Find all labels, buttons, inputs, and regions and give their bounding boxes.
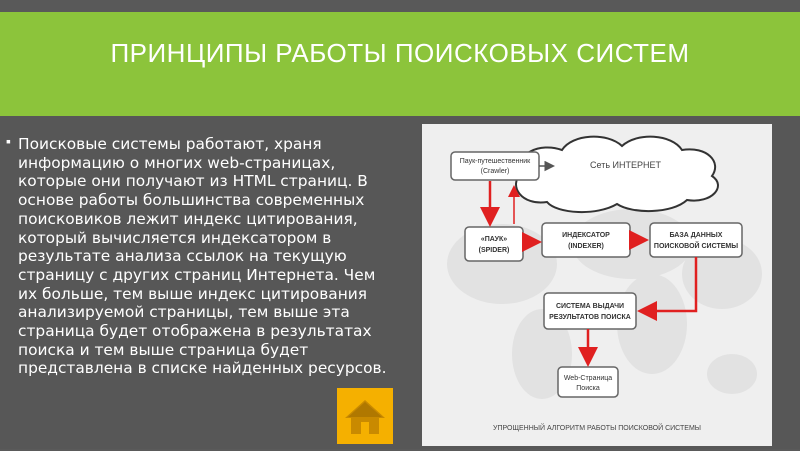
indexer-label-2: (INDEXER)	[568, 243, 604, 250]
crawler-label-1: Паук-путешественник	[460, 158, 531, 165]
spider-node: «ПАУК» (SPIDER)	[464, 226, 524, 262]
spider-label-1: «ПАУК»	[481, 236, 507, 243]
internet-cloud: Сеть ИНТЕРНЕТ	[515, 135, 719, 214]
bullet-text: Поисковые системы работают, храня информ…	[18, 135, 387, 378]
crawler-node: Паук-путешественник (Crawler)	[450, 151, 540, 181]
arrow-database-results	[637, 257, 698, 321]
slide-header	[0, 12, 800, 116]
diagram-svg: Сеть ИНТЕРНЕТ Паук-путешественник (Crawl…	[447, 135, 762, 432]
database-label-1: БАЗА ДАННЫХ	[670, 232, 723, 239]
top-bar	[0, 0, 800, 12]
database-node: БАЗА ДАННЫХ ПОИСКОВОЙ СИСТЕМЫ	[649, 222, 743, 258]
slide-title: ПРИНЦИПЫ РАБОТЫ ПОИСКОВЫХ СИСТЕМ	[110, 38, 690, 68]
home-button[interactable]	[337, 388, 393, 444]
search-engine-diagram: Сеть ИНТЕРНЕТ Паук-путешественник (Crawl…	[422, 124, 772, 446]
cloud-label: Сеть ИНТЕРНЕТ	[590, 160, 661, 170]
bullet-marker: ▪	[6, 133, 11, 149]
spider-label-2: (SPIDER)	[479, 247, 510, 254]
results-label-1: СИСТЕМА ВЫДАЧИ	[556, 303, 624, 310]
diagram-caption: УПРОЩЕННЫЙ АЛГОРИТМ РАБОТЫ ПОИСКОВОЙ СИС…	[493, 423, 701, 432]
results-label-2: РЕЗУЛЬТАТОВ ПОИСКА	[549, 314, 631, 321]
indexer-label-1: ИНДЕКСАТОР	[562, 232, 610, 239]
webpage-label-2: Поиска	[576, 385, 600, 392]
database-label-2: ПОИСКОВОЙ СИСТЕМЫ	[654, 241, 738, 250]
crawler-label-2: (Crawler)	[481, 168, 510, 175]
results-node: СИСТЕМА ВЫДАЧИ РЕЗУЛЬТАТОВ ПОИСКА	[543, 292, 637, 330]
webpage-node: Web-Страница Поиска	[557, 366, 619, 398]
diagram-arrows	[480, 160, 698, 367]
home-icon	[345, 400, 385, 434]
webpage-label-1: Web-Страница	[564, 375, 612, 382]
indexer-node: ИНДЕКСАТОР (INDEXER)	[541, 222, 631, 258]
